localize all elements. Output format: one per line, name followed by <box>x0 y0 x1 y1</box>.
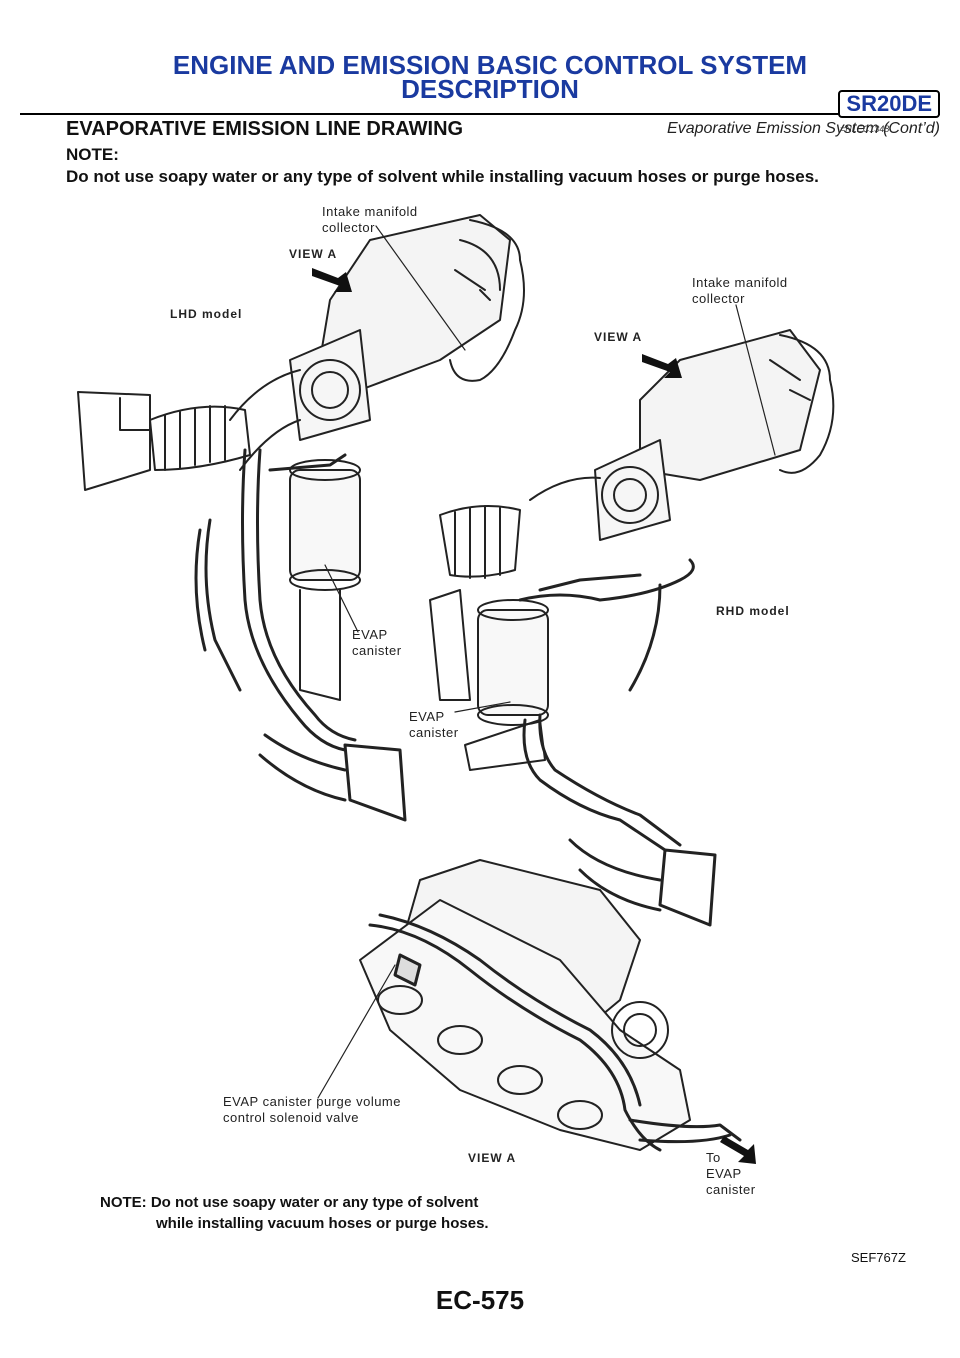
note-label: NOTE: <box>66 145 119 164</box>
view-a-arrows <box>312 268 756 1164</box>
header-title-line2: DESCRIPTION <box>401 74 579 104</box>
label-lhd-model: LHD model <box>170 307 243 321</box>
header-title-line1: ENGINE AND EMISSION BASIC CONTROL SYSTEM <box>172 50 808 80</box>
rhd-air-duct <box>439 505 521 579</box>
label-evap-canister-rhd: EVAP canister <box>409 709 459 740</box>
page-header: ENGINE AND EMISSION BASIC CONTROL SYSTEM… <box>20 28 940 137</box>
section-ref-code: =NLEC1348 <box>840 124 890 134</box>
engine-badge: SR20DE <box>838 90 940 118</box>
lhd-air-duct <box>77 391 251 491</box>
lhd-hoses <box>194 448 407 822</box>
note-text: Do not use soapy water or any type of so… <box>66 167 819 186</box>
section-title: EVAPORATIVE EMISSION LINE DRAWING <box>66 118 464 140</box>
figure-note-line2: while installing vacuum hoses or purge h… <box>156 1215 489 1232</box>
label-evap-canister-lhd: EVAP canister <box>352 627 402 658</box>
leader-lines <box>317 225 776 1099</box>
label-rhd-model: RHD model <box>716 604 790 618</box>
label-view-a-bottom: VIEW A <box>468 1151 517 1165</box>
rhd-evap-canister <box>429 589 549 771</box>
rhd-intake-manifold <box>529 329 835 541</box>
label-to-evap-canister: To EVAP canister <box>706 1150 756 1197</box>
header-subtitle: Evaporative Emission System (Cont’d) <box>667 120 940 137</box>
figure-code: SEF767Z <box>851 1250 906 1265</box>
section-note: NOTE: Do not use soapy water or any type… <box>66 144 819 188</box>
label-intake-manifold-lhd: Intake manifold collector <box>322 204 418 235</box>
evap-line-drawing <box>77 214 835 1164</box>
label-view-a-lhd: VIEW A <box>289 247 338 261</box>
label-purge-solenoid-valve: EVAP canister purge volume control solen… <box>223 1094 401 1125</box>
rhd-hoses <box>518 558 717 927</box>
figure-note-line1: NOTE: Do not use soapy water or any type… <box>100 1194 479 1211</box>
lhd-evap-canister <box>289 459 361 701</box>
label-intake-manifold-rhd: Intake manifold collector <box>692 275 788 306</box>
label-view-a-rhd: VIEW A <box>594 330 643 344</box>
page-number: EC-575 <box>435 1285 525 1315</box>
view-a-manifold <box>359 859 691 1151</box>
lhd-intake-manifold <box>229 214 525 471</box>
figure-note: NOTE: Do not use soapy water or any type… <box>100 1192 489 1234</box>
